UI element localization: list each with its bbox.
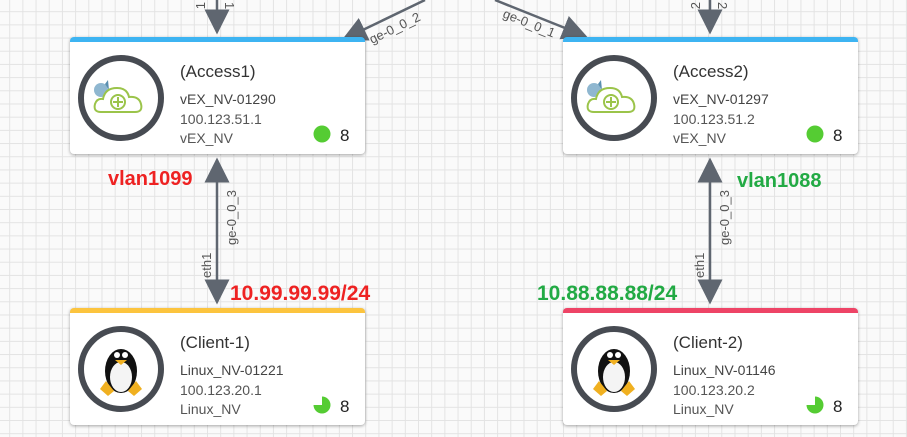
status-partial-icon — [313, 396, 331, 414]
vlan-label-left: vlan1099 — [108, 168, 193, 190]
device-type: vEX_NV — [673, 130, 726, 146]
interface-count: 8 — [340, 397, 350, 416]
vex-cloud-icon — [586, 80, 636, 113]
status-up-icon — [806, 125, 824, 143]
vex-cloud-icon — [93, 80, 143, 113]
device-icon-ring — [571, 55, 657, 141]
port-label: eth1 — [199, 253, 214, 278]
port-label: 1 — [222, 2, 237, 9]
ip-label-right: 10.88.88.88/24 — [537, 282, 678, 305]
port-label: ge-0_0_3 — [717, 190, 732, 245]
status-up-icon — [313, 125, 331, 143]
port-label: 2 — [688, 2, 703, 9]
port-label: 2 — [715, 2, 730, 9]
interface-count: 8 — [833, 397, 843, 416]
device-model: Linux_NV-01221 — [180, 362, 284, 378]
device-icon-ring — [571, 326, 657, 412]
device-ip: 100.123.51.2 — [673, 111, 755, 127]
link-access2-ge001[interactable] — [494, 0, 588, 40]
device-card-4[interactable]: (Client-2) Linux_NV-01146 100.123.20.2 L… — [563, 308, 858, 425]
port-label: ge-0_0_1 — [501, 6, 558, 40]
device-ip: 100.123.20.1 — [180, 382, 262, 398]
link-access1-ge002[interactable] — [341, 0, 426, 41]
device-model: Linux_NV-01146 — [673, 362, 776, 378]
interface-count: 8 — [340, 126, 350, 145]
linux-tux-icon — [100, 349, 142, 396]
status-partial-icon — [806, 396, 824, 414]
device-icon-ring — [78, 326, 164, 412]
device-icon-ring — [78, 55, 164, 141]
device-card-3[interactable]: (Client-1) Linux_NV-01221 100.123.20.1 L… — [70, 308, 365, 425]
device-ip: 100.123.20.2 — [673, 382, 755, 398]
device-ip: 100.123.51.1 — [180, 111, 262, 127]
port-label: 1 — [193, 2, 208, 9]
port-label: ge-0_0_3 — [224, 190, 239, 245]
device-card-2[interactable]: (Access2) vEX_NV-01297 100.123.51.2 vEX_… — [563, 37, 858, 154]
device-type: Linux_NV — [673, 401, 734, 417]
interface-count: 8 — [833, 126, 843, 145]
device-model: vEX_NV-01290 — [180, 91, 276, 107]
device-title: (Client-2) — [673, 333, 743, 352]
device-title: (Access1) — [180, 62, 256, 81]
device-type: vEX_NV — [180, 130, 233, 146]
ip-label-left: 10.99.99.99/24 — [230, 282, 371, 305]
device-model: vEX_NV-01297 — [673, 91, 769, 107]
device-title: (Access2) — [673, 62, 749, 81]
device-type: Linux_NV — [180, 401, 241, 417]
device-card-1[interactable]: (Access1) vEX_NV-01290 100.123.51.1 vEX_… — [70, 37, 365, 154]
device-title: (Client-1) — [180, 333, 250, 352]
port-label: eth1 — [692, 253, 707, 278]
vlan-label-right: vlan1088 — [737, 170, 822, 192]
linux-tux-icon — [593, 349, 635, 396]
